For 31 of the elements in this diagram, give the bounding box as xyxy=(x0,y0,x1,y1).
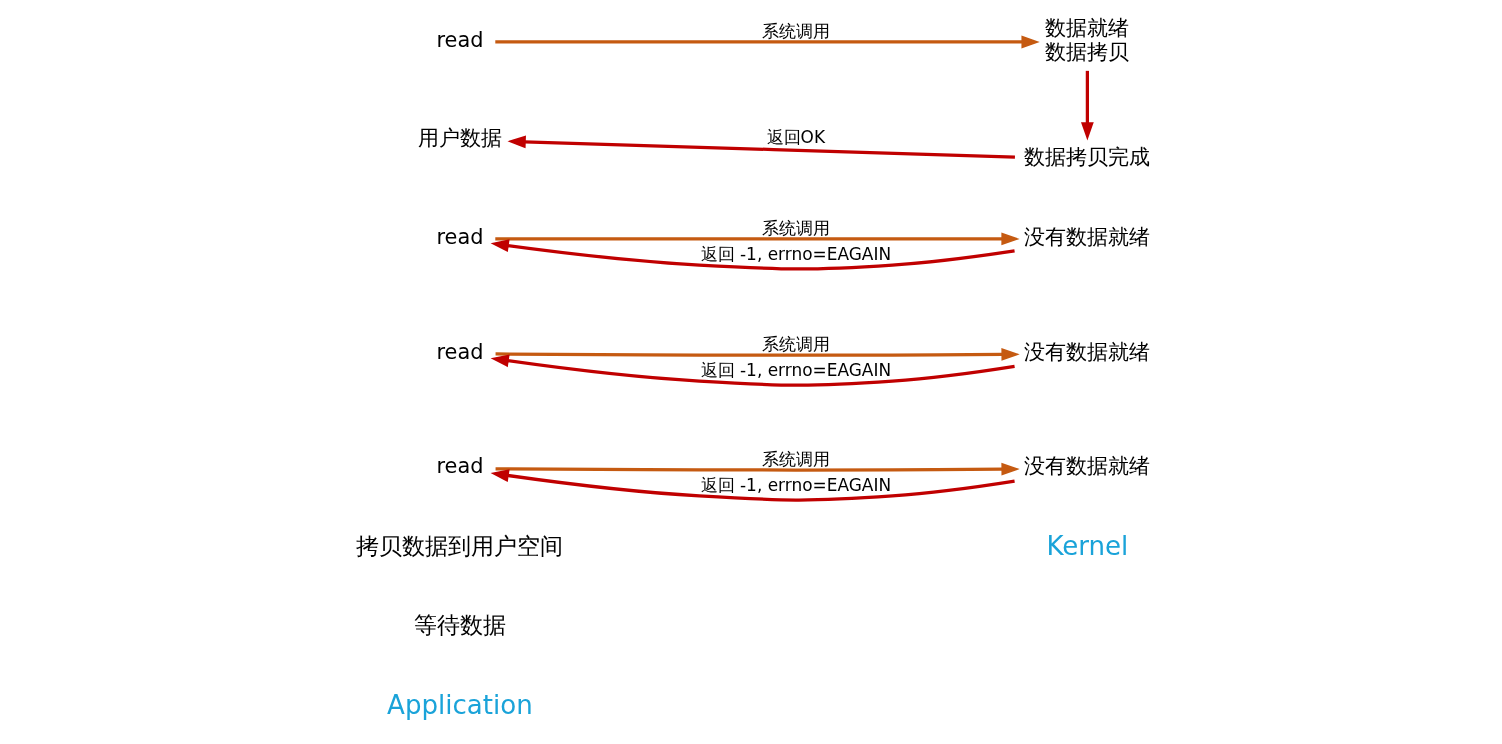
node-text: read xyxy=(435,454,483,479)
edge-label: 返回OK xyxy=(766,126,825,147)
arrow xyxy=(495,348,1020,361)
edge-label: 返回 -1, errno=EAGAIN xyxy=(700,475,891,496)
arrow xyxy=(490,354,1015,387)
arrow xyxy=(1080,70,1094,141)
node-text: 数据就绪 数据拷贝 xyxy=(1044,16,1129,64)
node-text: 没有数据就绪 xyxy=(1023,454,1150,479)
arrow xyxy=(490,469,1015,502)
label: Application xyxy=(386,689,533,720)
node-text: read xyxy=(435,224,483,249)
arrow xyxy=(506,135,1015,159)
label: Kernel xyxy=(1045,530,1128,561)
arrow xyxy=(494,232,1020,246)
node-text: 数据拷贝完成 xyxy=(1023,145,1150,170)
node-text: read xyxy=(435,27,483,52)
arrow xyxy=(494,35,1040,49)
edge-label: 系统调用 xyxy=(761,449,830,470)
edge-label: 系统调用 xyxy=(761,218,830,239)
node-text: read xyxy=(435,339,483,364)
edge-label: 返回 -1, errno=EAGAIN xyxy=(700,360,891,381)
edge-label: 系统调用 xyxy=(761,334,830,355)
label: 拷贝数据到用户空间 xyxy=(355,531,563,560)
node-text: 没有数据就绪 xyxy=(1023,339,1150,364)
edge-label: 返回 -1, errno=EAGAIN xyxy=(700,244,891,265)
arrow xyxy=(495,462,1020,476)
edge-label: 系统调用 xyxy=(761,21,830,42)
node-text: 用户数据 xyxy=(417,125,502,150)
label: 等待数据 xyxy=(413,611,506,640)
arrow xyxy=(490,239,1015,271)
node-text: 没有数据就绪 xyxy=(1023,224,1150,249)
